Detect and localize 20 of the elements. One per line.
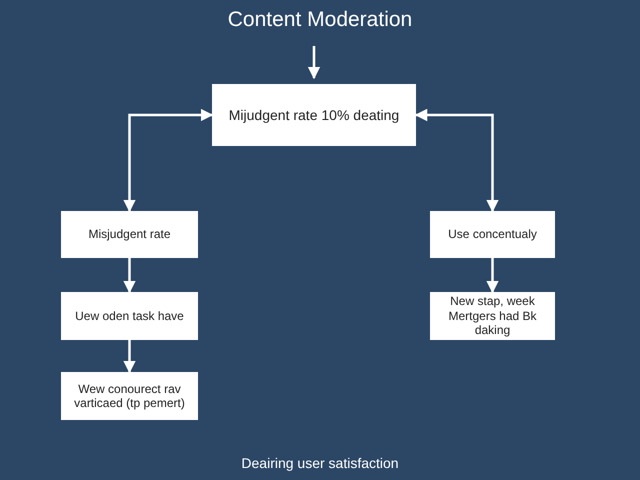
arrow xyxy=(123,108,214,212)
arrow xyxy=(123,258,136,294)
box-text: Uew oden task have xyxy=(75,308,184,324)
process-box xyxy=(430,292,555,340)
arrow xyxy=(414,108,499,212)
arrow xyxy=(308,46,320,80)
process-box xyxy=(61,372,198,420)
process-box xyxy=(430,211,555,258)
footer-note: Deairing user satisfaction xyxy=(240,455,400,471)
process-box xyxy=(61,292,198,340)
process-box xyxy=(61,211,198,258)
box-text: Use concentualy xyxy=(448,227,537,242)
box-text: Mijudgent rate 10% deating xyxy=(228,106,400,124)
arrow xyxy=(486,258,499,294)
box-text: New stap, week Mertgers had Bk daking xyxy=(447,294,538,338)
arrow xyxy=(123,340,136,374)
box-text: Wew conourect rav varticaed (tp pemert) xyxy=(73,382,186,410)
diagram-title: Content Moderation xyxy=(226,8,414,32)
box-text: Misjudgent rate xyxy=(88,227,171,242)
process-box xyxy=(212,84,416,146)
